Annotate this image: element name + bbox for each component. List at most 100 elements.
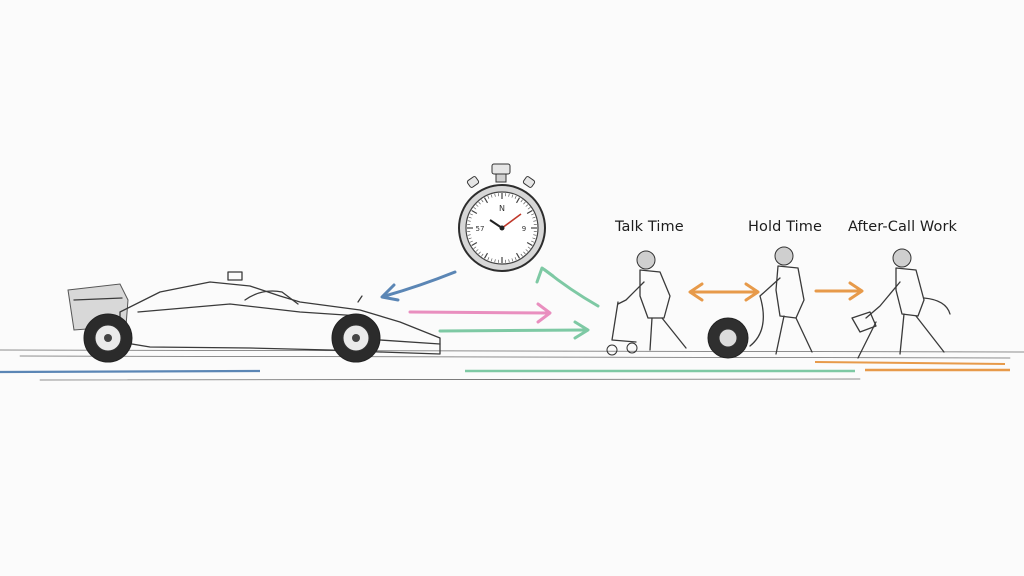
orange-double-arrow-head-left <box>688 282 704 302</box>
crew-member-hold <box>707 246 813 359</box>
stopwatch-tick <box>478 251 481 255</box>
pink-arrow-head <box>536 302 552 324</box>
stopwatch-tick <box>532 216 536 219</box>
stopwatch-tick <box>469 213 473 216</box>
pit-tire-rim <box>718 328 738 348</box>
stopwatch-tick <box>527 246 531 249</box>
halo <box>244 290 299 305</box>
blue-arrow-head <box>380 283 400 302</box>
stopwatch-numeral-right: 9 <box>522 225 526 233</box>
stopwatch-tick <box>487 195 490 199</box>
stopwatch-tick <box>490 194 493 198</box>
stopwatch-tick <box>523 201 526 205</box>
stopwatch-tick <box>467 234 471 236</box>
stopwatch-tick <box>531 240 535 243</box>
orange-arrow-head <box>848 281 864 301</box>
crew-1-arm <box>617 281 645 305</box>
stopwatch-tick <box>523 251 526 255</box>
flow-arrows <box>380 266 864 340</box>
stopwatch-tick <box>532 237 536 240</box>
stopwatch-tick <box>511 258 514 262</box>
stopwatch-stem <box>495 173 507 183</box>
crew-3-arm <box>865 281 901 319</box>
race-car <box>67 271 441 363</box>
stopwatch: N 57 9 <box>458 163 546 272</box>
wheel-gun-handle <box>857 321 877 359</box>
crew-member-after <box>851 248 951 359</box>
crew-2-torso <box>775 265 805 319</box>
stopwatch-left-button <box>466 176 480 188</box>
stopwatch-tick <box>511 194 514 198</box>
stopwatch-tick <box>514 257 517 261</box>
track-stroke-orange-upper <box>814 361 1006 365</box>
stopwatch-tick <box>526 241 533 247</box>
rear-wing-detail <box>73 297 123 301</box>
crew-2-helmet <box>774 246 794 266</box>
stopwatch-tick <box>515 197 521 204</box>
stopwatch-tick <box>531 213 535 216</box>
stopwatch-pivot <box>499 225 505 231</box>
stopwatch-crown <box>491 163 511 175</box>
stopwatch-tick <box>533 234 537 236</box>
stopwatch-tick <box>475 249 479 252</box>
stopwatch-tick <box>487 257 490 261</box>
stopwatch-tick <box>526 209 533 215</box>
air-hose <box>923 297 951 315</box>
green-curve-arrow-head <box>535 266 555 284</box>
stopwatch-tick <box>471 241 478 247</box>
track-line-low <box>39 378 861 381</box>
stopwatch-tick <box>473 207 477 210</box>
stopwatch-tick <box>514 195 517 199</box>
crew-2-arm <box>759 277 781 297</box>
stopwatch-tick <box>468 216 472 219</box>
pink-arrow <box>408 310 550 315</box>
front-hub <box>352 334 360 342</box>
blue-arrow <box>383 270 457 298</box>
crew-3-helmet <box>892 248 912 268</box>
track-line-mid <box>19 355 1011 359</box>
green-arrow <box>438 328 587 333</box>
stopwatch-tick <box>473 246 477 249</box>
track-lines <box>0 349 1024 381</box>
stopwatch-tick <box>508 193 510 197</box>
label-hold-time: Hold Time <box>748 219 823 235</box>
stopwatch-tick <box>467 220 471 222</box>
stopwatch-tick <box>475 204 479 207</box>
car-body <box>119 281 441 355</box>
stopwatch-right-button <box>522 176 536 188</box>
stopwatch-numeral-top: N <box>499 204 505 213</box>
stopwatch-ticks <box>467 193 537 263</box>
stopwatch-tick <box>483 252 489 259</box>
orange-double-arrow-head-right <box>744 282 760 302</box>
crew-member-talk <box>606 250 687 356</box>
stopwatch-second-hand <box>501 213 522 229</box>
stopwatch-tick <box>478 201 481 205</box>
stopwatch-tick <box>481 199 484 203</box>
air-intake <box>227 271 243 281</box>
trolley-frame <box>611 301 637 343</box>
crew-1-helmet <box>636 250 656 270</box>
stopwatch-tick <box>469 240 473 243</box>
stopwatch-tick <box>481 253 484 257</box>
track-line-upper <box>0 349 1024 353</box>
tire-cable <box>749 295 764 347</box>
front-wing <box>379 339 441 345</box>
mirror <box>357 295 363 303</box>
body-contour <box>137 303 361 317</box>
rear-hub <box>104 334 112 342</box>
stopwatch-tick <box>525 204 529 207</box>
green-arrow-head <box>573 320 590 340</box>
track-stroke-blue <box>0 369 261 374</box>
label-after-call-work: After-Call Work <box>848 219 958 235</box>
crew-2-legs <box>775 315 813 355</box>
stopwatch-numeral-left: 57 <box>476 225 485 233</box>
stopwatch-tick <box>471 209 478 215</box>
trolley-wheel-left <box>606 344 618 356</box>
wheel-gun <box>851 311 877 333</box>
crew-3-legs <box>899 313 945 355</box>
crew-3-torso <box>895 267 925 317</box>
stopwatch-tick <box>490 258 493 262</box>
trolley-wheel-right <box>626 342 638 354</box>
